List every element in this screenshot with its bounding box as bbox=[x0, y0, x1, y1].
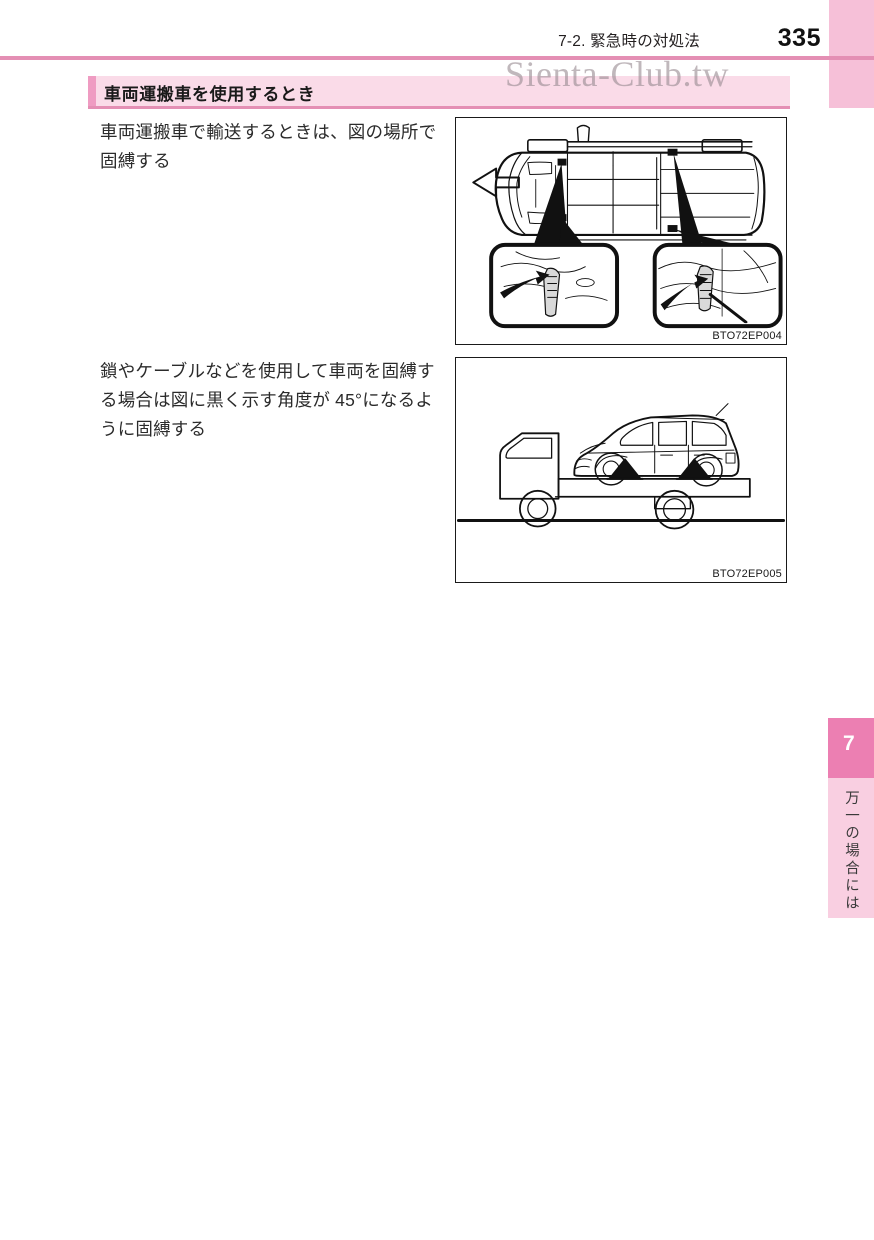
figure-vehicle-topview: BTO72EP004 bbox=[455, 117, 787, 345]
section-heading-label: 車両運搬車を使用するとき bbox=[104, 85, 316, 104]
running-head: 7-2. 緊急時の対処法 bbox=[558, 33, 700, 50]
section-heading: 車両運搬車を使用するとき bbox=[88, 76, 790, 109]
chapter-tab[interactable]: 7 bbox=[828, 718, 874, 778]
chapter-tab-label: 万一の場合には bbox=[843, 790, 859, 913]
heading-underline bbox=[88, 106, 790, 109]
chapter-tab-number: 7 bbox=[843, 732, 855, 755]
body-paragraph-1: 車両運搬車で輸送するときは、図の場所で固縛する bbox=[100, 122, 437, 171]
heading-accent-bar bbox=[88, 76, 96, 106]
figure-flatbed-sideview: BTO72EP005 bbox=[455, 357, 787, 583]
body-paragraph-2: 鎖やケーブルなどを使用して車両を固縛する場合は図に黒く示す角度が 45°になるよ… bbox=[100, 361, 435, 439]
header-rule bbox=[0, 56, 874, 60]
page-edge-band-top bbox=[829, 0, 874, 57]
figure-code-1: BTO72EP004 bbox=[710, 330, 784, 342]
chapter-tab-label-band: 万一の場合には bbox=[828, 778, 874, 918]
page-edge-band-top-lower bbox=[829, 60, 874, 108]
page-number: 335 bbox=[777, 24, 821, 52]
figure-code-2: BTO72EP005 bbox=[710, 568, 784, 580]
